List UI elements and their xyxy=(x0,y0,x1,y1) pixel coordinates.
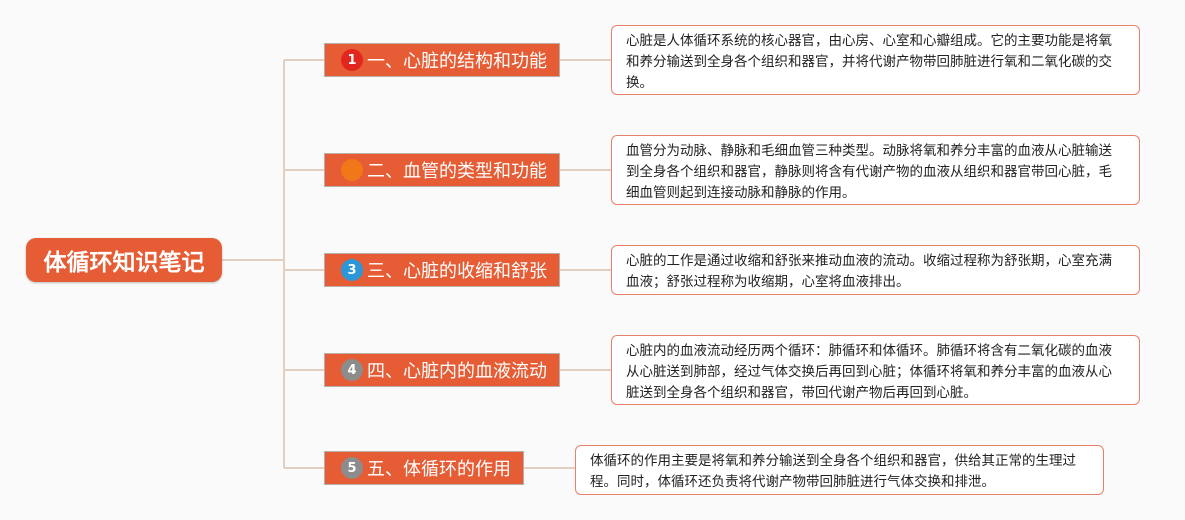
number-4-icon: 4 xyxy=(341,359,363,381)
branch-topic-2[interactable]: 2 二、血管的类型和功能 xyxy=(324,153,560,187)
number-2-icon: 2 xyxy=(341,159,363,181)
note-5[interactable]: 体循环的作用主要是将氧和养分输送到全身各个组织和器官，供给其正常的生理过程。同时… xyxy=(575,445,1104,495)
branch-label-2: 二、血管的类型和功能 xyxy=(367,161,547,182)
number-3-icon: 3 xyxy=(341,259,363,281)
branch-topic-1[interactable]: 1 一、心脏的结构和功能 xyxy=(324,43,560,77)
branch-topic-3[interactable]: 3 三、心脏的收缩和舒张 xyxy=(324,253,560,287)
branch-label-5: 五、体循环的作用 xyxy=(367,459,511,480)
branch-topic-5[interactable]: 5 五、体循环的作用 xyxy=(324,451,524,485)
root-topic[interactable]: 体循环知识笔记 xyxy=(26,238,222,282)
note-1[interactable]: 心脏是人体循环系统的核心器官，由心房、心室和心瓣组成。它的主要功能是将氧和养分输… xyxy=(611,25,1140,95)
note-2[interactable]: 血管分为动脉、静脉和毛细血管三种类型。动脉将氧和养分丰富的血液从心脏输送到全身各… xyxy=(611,135,1140,205)
branch-label-1: 一、心脏的结构和功能 xyxy=(367,51,547,72)
note-3[interactable]: 心脏的工作是通过收缩和舒张来推动血液的流动。收缩过程称为舒张期，心室充满血液；舒… xyxy=(611,245,1140,295)
number-1-icon: 1 xyxy=(341,49,363,71)
branch-label-3: 三、心脏的收缩和舒张 xyxy=(367,261,547,282)
branch-topic-4[interactable]: 4 四、心脏内的血液流动 xyxy=(324,353,560,387)
note-4[interactable]: 心脏内的血液流动经历两个循环：肺循环和体循环。肺循环将含有二氧化碳的血液从心脏送… xyxy=(611,335,1140,405)
number-5-icon: 5 xyxy=(341,457,363,479)
branch-label-4: 四、心脏内的血液流动 xyxy=(367,361,547,382)
